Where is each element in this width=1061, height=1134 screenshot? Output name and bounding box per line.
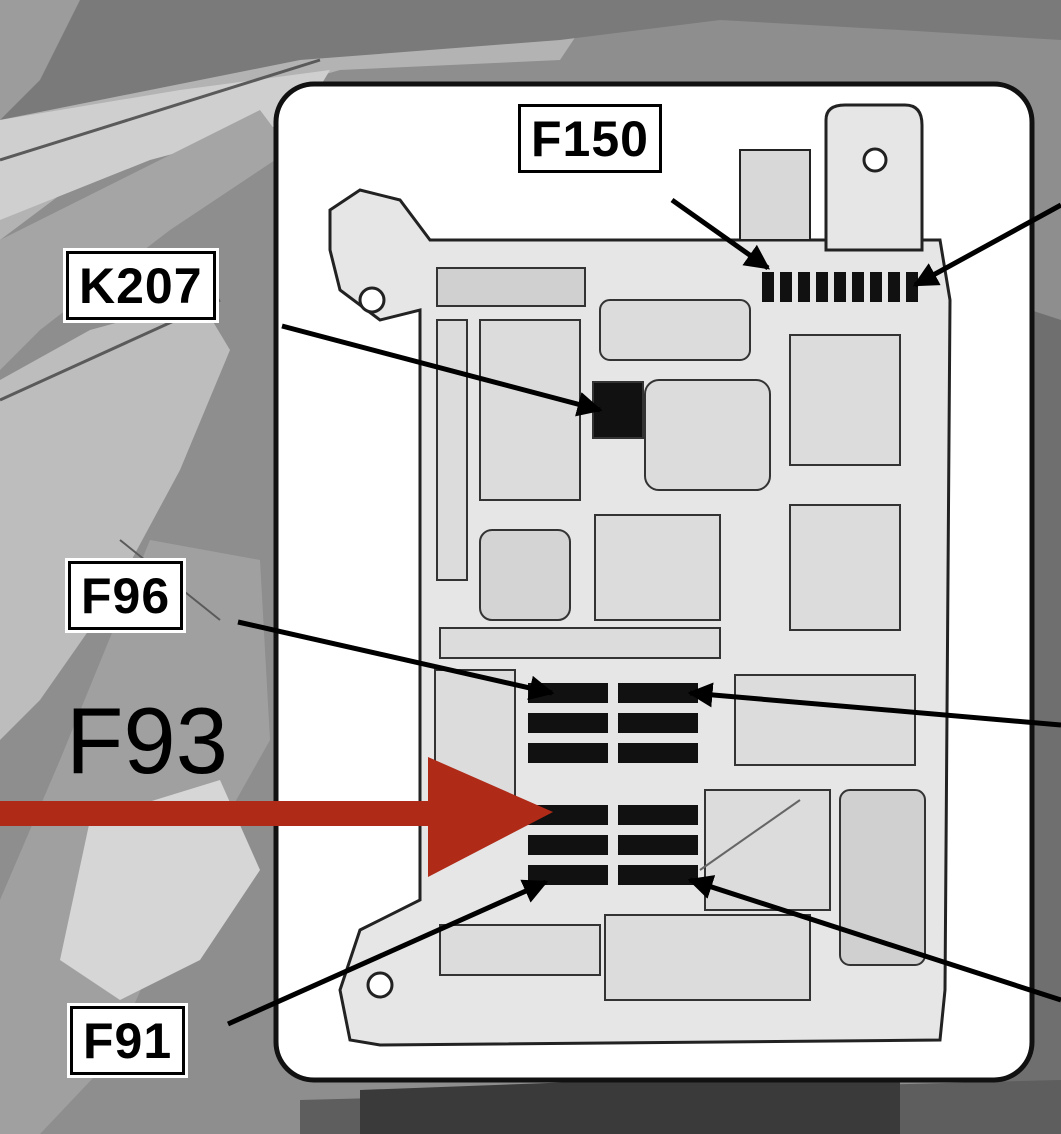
arrow-k207 [281, 323, 603, 417]
arrow-f91 [226, 879, 549, 1027]
arrow-f96 [237, 619, 555, 701]
fuse-top-row [762, 272, 918, 302]
callout-arrows [226, 197, 1061, 1027]
arrow-f150 [670, 197, 771, 271]
label-k207: K207 [66, 251, 216, 320]
arrow-mid-right [687, 682, 1061, 728]
label-f91: F91 [70, 1006, 186, 1075]
f93-highlight-arrow [0, 757, 553, 877]
arrow-top-right [912, 202, 1061, 288]
label-f150: F150 [518, 104, 662, 173]
label-f93: F93 [66, 688, 228, 793]
fuse-box-details [434, 267, 926, 1001]
arrow-bottom-right [687, 875, 1061, 1003]
label-f96: F96 [68, 561, 184, 630]
